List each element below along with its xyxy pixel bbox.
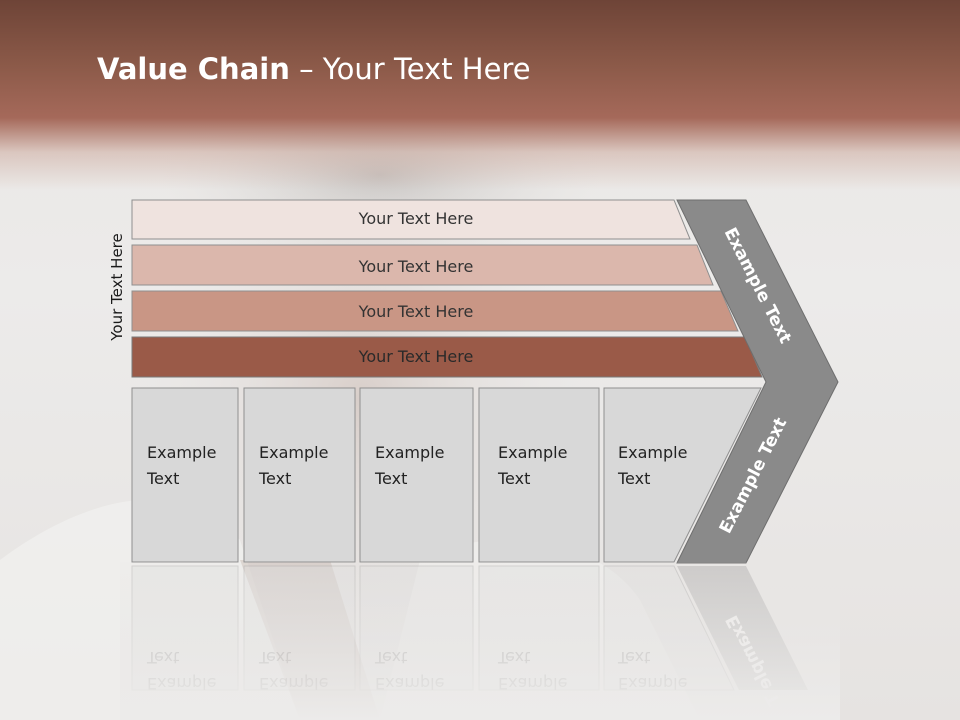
box-5-line1: Example bbox=[618, 443, 687, 462]
box-1: Example Text bbox=[131, 387, 239, 563]
header-band bbox=[0, 0, 960, 190]
bar-row-2: Your Text Here bbox=[131, 244, 714, 286]
box-1-line2: Text bbox=[146, 469, 179, 488]
box-4: Example Text bbox=[478, 387, 600, 563]
bar-row-4: Your Text Here bbox=[131, 336, 763, 378]
bar-row-3: Your Text Here bbox=[131, 290, 739, 332]
slide-title: Value Chain – Your Text Here bbox=[97, 52, 531, 86]
box-2-line1: Example bbox=[259, 443, 328, 462]
bar-1-shape bbox=[131, 199, 691, 240]
bar-2-shape bbox=[131, 244, 714, 286]
bar-row-1: Your Text Here bbox=[131, 199, 691, 240]
box-2-shape bbox=[243, 387, 356, 563]
box-3-shape bbox=[359, 387, 474, 563]
box-4-shape bbox=[478, 387, 600, 563]
box-5-line2: Text bbox=[617, 469, 650, 488]
title-rest: – Your Text Here bbox=[289, 52, 531, 86]
bar-1-label: Your Text Here bbox=[358, 209, 474, 228]
box-4-line2: Text bbox=[497, 469, 530, 488]
box-3: Example Text bbox=[359, 387, 474, 563]
title-bold: Value Chain bbox=[97, 52, 290, 86]
box-4-line1: Example bbox=[498, 443, 567, 462]
box-2-line2: Text bbox=[258, 469, 291, 488]
box-3-line1: Example bbox=[375, 443, 444, 462]
bar-2-label: Your Text Here bbox=[358, 257, 474, 276]
box-1-line1: Example bbox=[147, 443, 216, 462]
bar-4-label: Your Text Here bbox=[358, 347, 474, 366]
bar-3-label: Your Text Here bbox=[358, 302, 474, 321]
bar-3-shape bbox=[131, 290, 739, 332]
box-5: Example Text bbox=[603, 387, 762, 563]
box-1-shape bbox=[131, 387, 239, 563]
box-3-line2: Text bbox=[374, 469, 407, 488]
box-2: Example Text bbox=[243, 387, 356, 563]
bar-4-shape bbox=[131, 336, 763, 378]
